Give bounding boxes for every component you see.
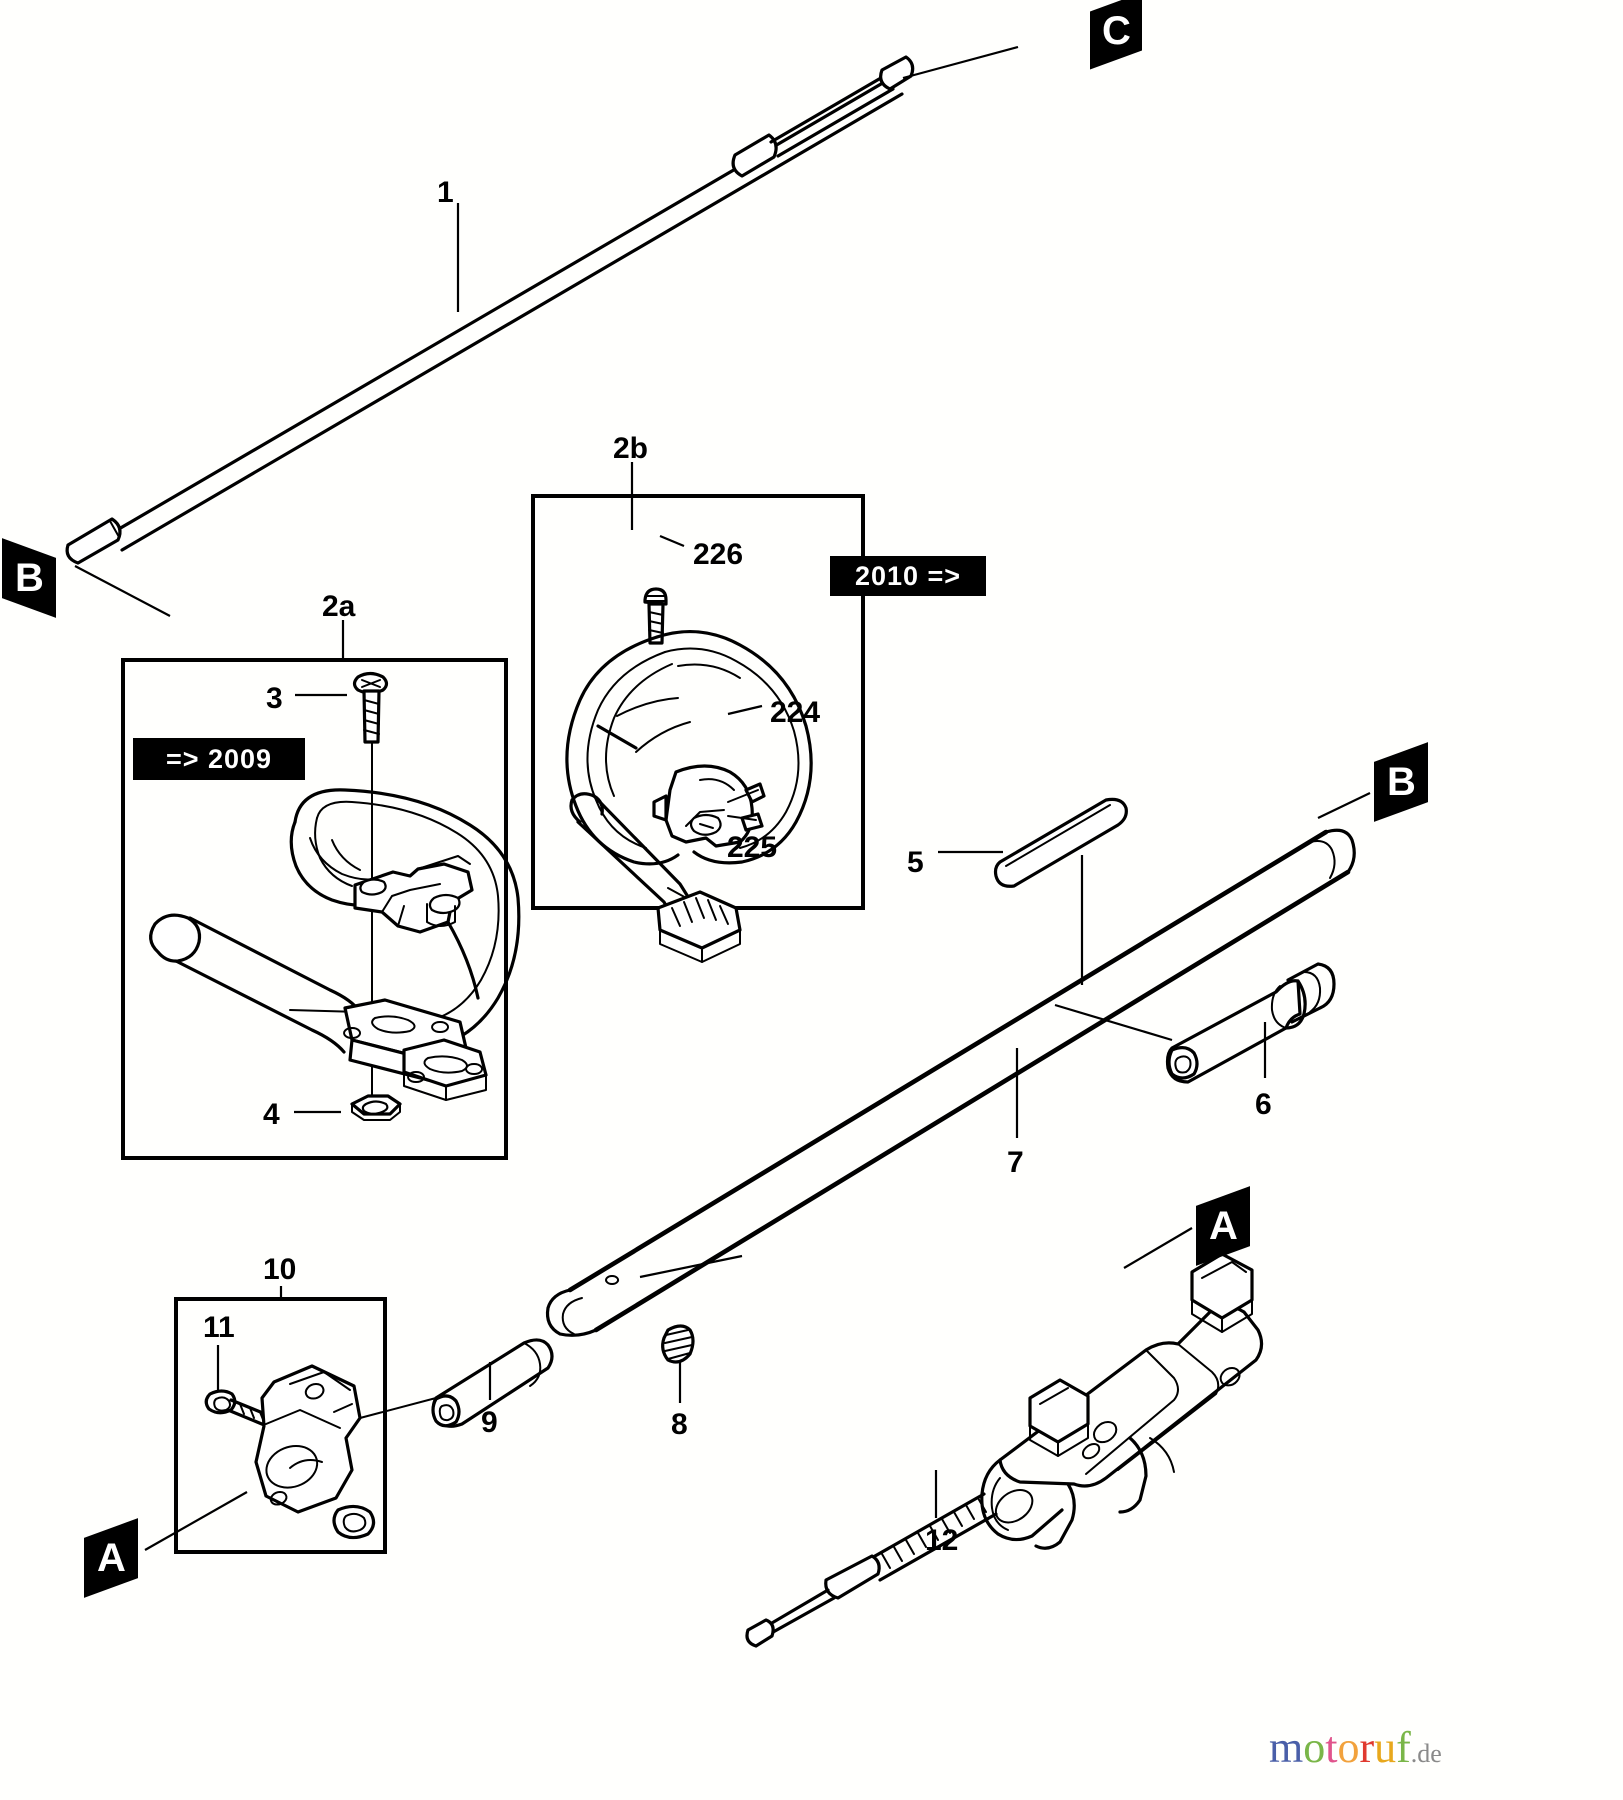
part-3-screw: [352, 671, 389, 744]
callout-6: 6: [1255, 1088, 1272, 1121]
part-8-spring-clip: [661, 1324, 695, 1364]
callout-226: 226: [693, 538, 744, 571]
part-10-coupler-bracket: [204, 1364, 437, 1540]
year-label-2010: 2010 =>: [830, 556, 986, 596]
reference-marker-b-left-label: B: [14, 555, 44, 600]
part-2a-grip-bar: [149, 913, 488, 1101]
callout-8: 8: [671, 1408, 688, 1441]
callout-11: 11: [203, 1311, 235, 1344]
callout-2b: 2b: [613, 432, 649, 465]
watermark-letter-m: m: [1269, 1723, 1304, 1772]
reference-marker-b-right-label: B: [1386, 760, 1416, 805]
site-watermark: motoruf.de: [1269, 1722, 1442, 1773]
callout-12: 12: [925, 1524, 959, 1557]
part-1-drive-shaft: [65, 55, 915, 565]
watermark-suffix: .de: [1410, 1739, 1442, 1768]
callout-10: 10: [263, 1253, 297, 1286]
year-label-2009: => 2009: [133, 738, 305, 780]
watermark-letter-t: t: [1325, 1723, 1338, 1772]
part-226-screw: [643, 587, 668, 645]
callout-1: 1: [437, 176, 454, 209]
callout-5: 5: [907, 846, 924, 879]
watermark-letter-r: r: [1359, 1723, 1375, 1772]
callout-4: 4: [263, 1098, 280, 1131]
callout-7: 7: [1007, 1146, 1024, 1179]
part-9-foam-grip: [431, 1338, 554, 1428]
part-5-decal-strip: [993, 797, 1128, 888]
part-6-grip-sleeve: [1165, 962, 1336, 1084]
callout-9: 9: [481, 1406, 498, 1439]
part-2b-loop-handle-2010: [565, 587, 813, 963]
callout-225: 225: [727, 831, 778, 864]
panel-frames: [121, 494, 865, 1554]
part-2a-loop-handle-2009: [149, 671, 521, 1121]
leader-lines: [74, 45, 1371, 1551]
callout-2a: 2a: [322, 590, 356, 623]
callout-224: 224: [770, 696, 821, 729]
watermark-letter-u: u: [1374, 1723, 1397, 1772]
part-7-outer-shaft-tube: [545, 828, 1356, 1337]
reference-marker-a-right-label: A: [1208, 1204, 1238, 1249]
watermark-letter-o2: o: [1337, 1723, 1360, 1772]
part-12-throttle-housing: [745, 1252, 1264, 1648]
watermark-letter-o1: o: [1303, 1723, 1326, 1772]
callout-3: 3: [266, 682, 283, 715]
reference-marker-a-bottom-left-label: A: [96, 1536, 126, 1581]
reference-marker-c-label: C: [1101, 9, 1131, 54]
watermark-letter-f: f: [1396, 1723, 1411, 1772]
part-4-nut: [350, 1094, 402, 1121]
part-225-throttle-lever: [569, 792, 742, 963]
